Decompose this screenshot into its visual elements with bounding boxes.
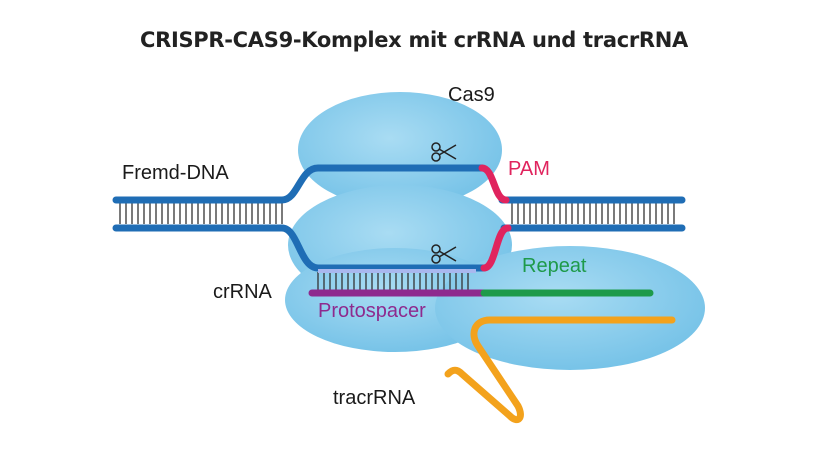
label-tracrrna: tracrRNA [333, 387, 416, 409]
dna-base-pairs [119, 203, 675, 290]
pam-bottom [480, 224, 512, 272]
right-ticks [511, 203, 675, 224]
label-repeat: Repeat [522, 255, 587, 277]
dna-top-strand [112, 164, 486, 204]
scissors-icon [431, 244, 457, 264]
label-pam: PAM [508, 158, 550, 180]
pam-top [478, 164, 510, 204]
label-cas9: Cas9 [448, 84, 495, 106]
tracrrna-strand [444, 316, 676, 424]
label-crrna: crRNA [213, 281, 272, 303]
label-fremd-dna: Fremd-DNA [122, 162, 229, 184]
label-protospacer: Protospacer [318, 300, 426, 322]
left-ticks [119, 203, 283, 224]
scissors-icon [431, 142, 457, 162]
dna-bottom-strand [112, 224, 488, 272]
diagram-title: CRISPR-CAS9-Komplex mit crRNA und tracrR… [139, 28, 688, 52]
crrna-pairing-ticks [317, 272, 469, 290]
